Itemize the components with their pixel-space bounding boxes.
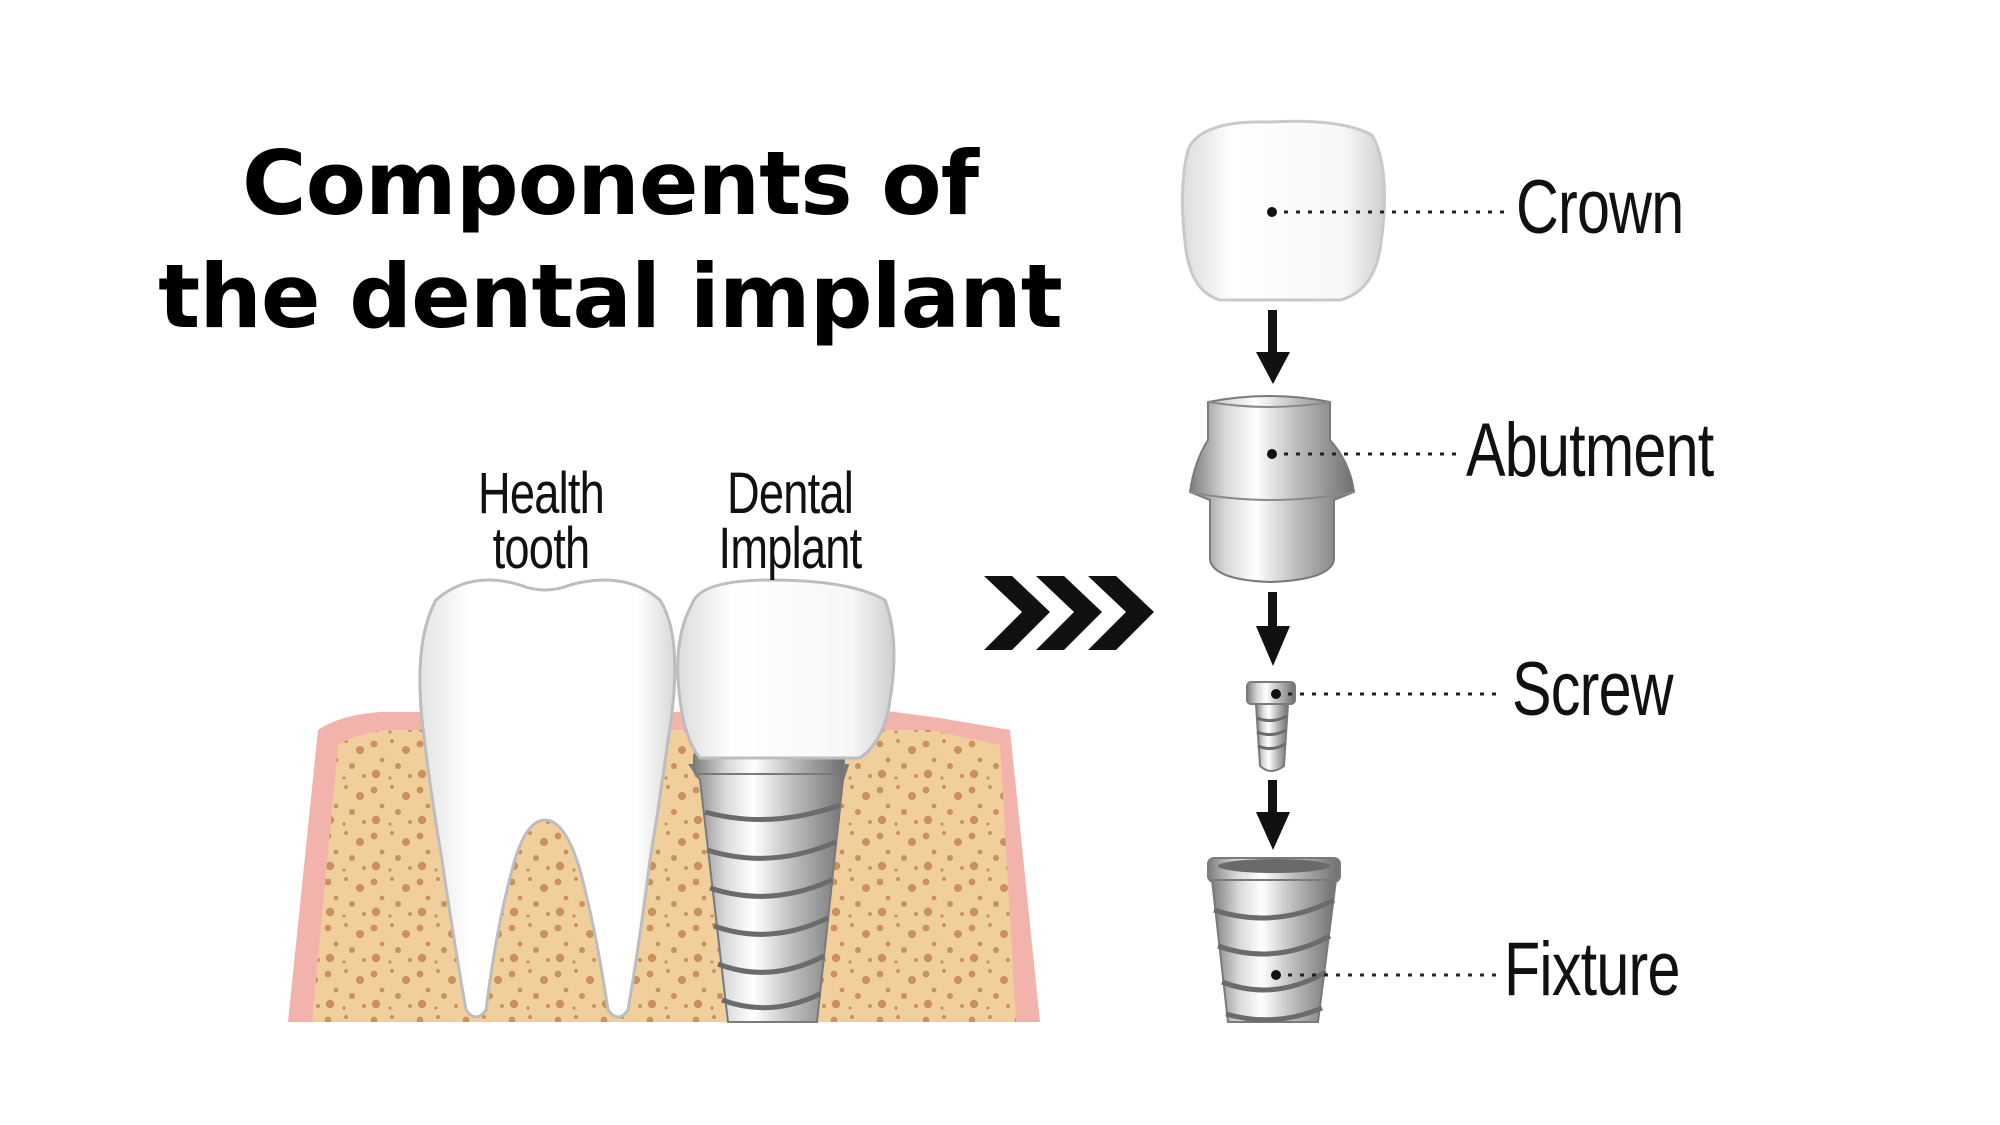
health-tooth-label-line-2: tooth	[459, 520, 623, 578]
health-tooth-label-line-1: Health	[459, 465, 623, 523]
dental-implant-label-line-1: Dental	[704, 465, 876, 523]
down-arrow-icon	[1256, 780, 1290, 850]
fixture-part	[1208, 858, 1340, 1022]
screw-part	[1247, 682, 1295, 771]
down-arrow-icon	[1256, 310, 1290, 384]
abutment-part	[1190, 396, 1354, 582]
screw-pointer-dot	[1271, 689, 1281, 699]
crown-part	[1182, 121, 1384, 300]
title-line-1: Components of	[150, 140, 1070, 228]
dental-implant-label-line-2: Implant	[704, 520, 876, 578]
down-arrow-icon	[1256, 592, 1290, 666]
title-line-2: the dental implant	[150, 253, 1070, 341]
chevron-arrows-icon	[984, 576, 1154, 650]
abutment-pointer-dot	[1267, 449, 1277, 459]
crown-label: Crown	[1516, 170, 1683, 246]
screw-label: Screw	[1512, 652, 1673, 728]
abutment-label: Abutment	[1466, 413, 1714, 489]
fixture-pointer-dot	[1271, 970, 1281, 980]
fixture-label: Fixture	[1504, 932, 1680, 1008]
crown-pointer-dot	[1267, 207, 1277, 217]
